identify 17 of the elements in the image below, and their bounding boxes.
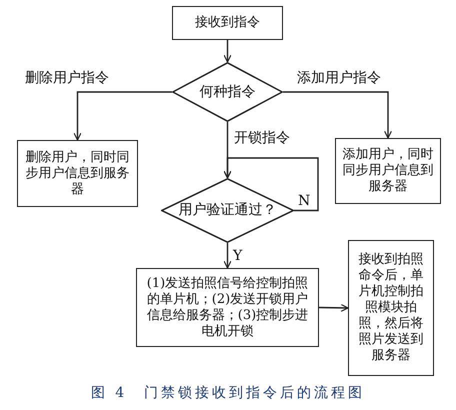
decision-text: 何种指令 bbox=[200, 84, 256, 100]
caption: 图 4 门禁锁接收到指令后的流程图 bbox=[90, 384, 366, 402]
arrow bbox=[318, 304, 349, 312]
edge-label: 删除用户指令 bbox=[24, 70, 110, 86]
arrow bbox=[73, 91, 172, 141]
edge-label: 开锁指令 bbox=[233, 130, 291, 146]
arrow bbox=[283, 91, 392, 139]
decision-text: 用户验证通过？ bbox=[178, 202, 276, 219]
arrow bbox=[223, 40, 232, 63]
process-box: 添加用户，同时同步用户信息到服务器 bbox=[335, 138, 441, 204]
process-box: (1)发送拍照信号给控制拍照的单片机；(2)发送开锁用户信息给服务器；(3)控制步进电机开锁 bbox=[136, 268, 319, 347]
process-box: 删除用户，同时同步用户信息到服务器 bbox=[17, 140, 138, 207]
process-box: 接收到指令 bbox=[172, 6, 283, 40]
arrow bbox=[223, 243, 232, 269]
edge-label: 添加用户指令 bbox=[296, 70, 382, 86]
process-box: 接收到拍照命令后，单片机控制拍照模块拍照，然后将照片发送到服务器 bbox=[348, 240, 434, 376]
arrow bbox=[223, 157, 319, 212]
